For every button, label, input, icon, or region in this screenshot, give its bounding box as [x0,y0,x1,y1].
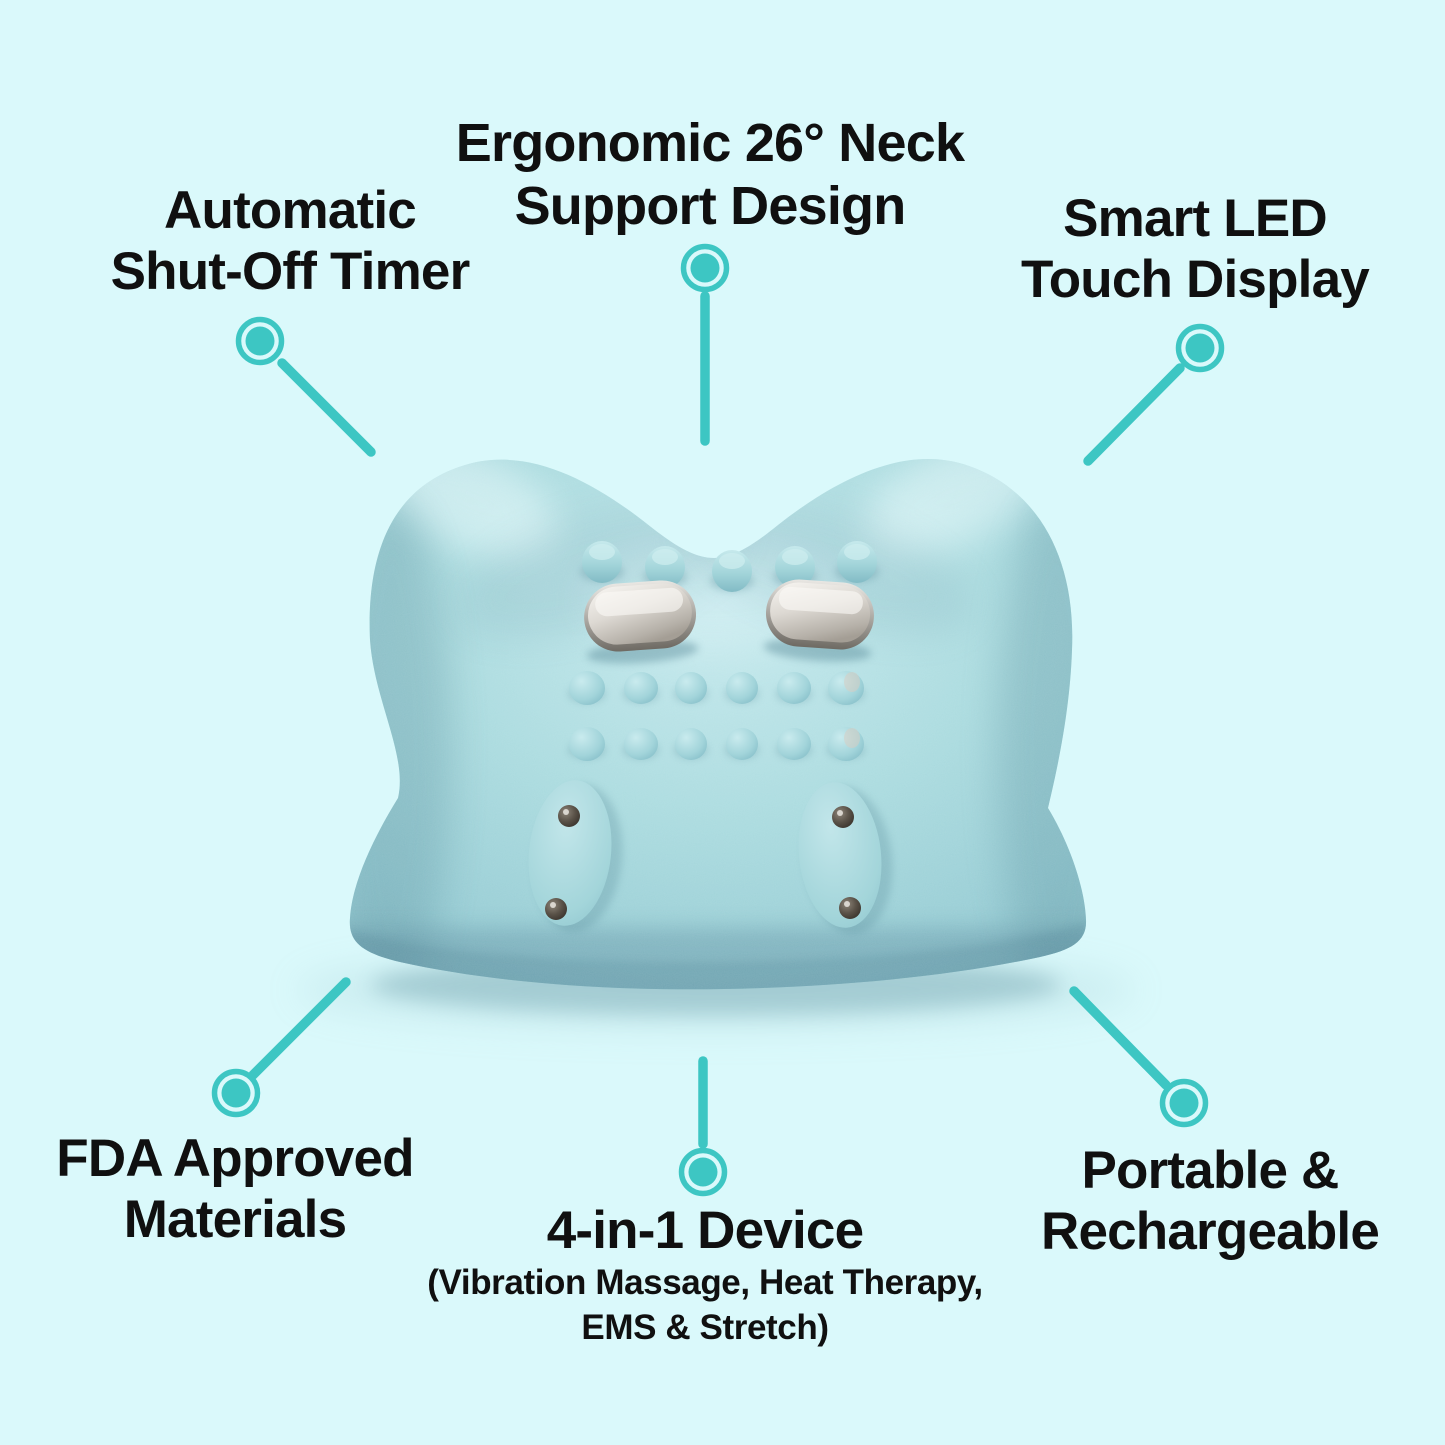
label-automatic-shutoff-timer: Automatic Shut-Off Timer [40,180,540,303]
label-line: Shut-Off Timer [110,242,471,302]
callout-bottom-center [678,1056,728,1197]
label-ergonomic-neck-support: Ergonomic 26° Neck Support Design [415,112,1005,237]
callout-line [248,977,351,1080]
label-line: Smart LED [1063,189,1328,248]
round-massage-nubs [568,671,865,761]
stud [832,806,854,828]
callout-marker-ring [235,316,285,366]
label-line: Ergonomic 26° Neck [455,113,965,173]
electrode-pad-right [763,579,874,662]
callout-line [1069,986,1171,1090]
label-line: Support Design [514,175,907,236]
label-line: EMS & Stretch) [581,1307,829,1347]
callout-top-center [680,243,730,446]
trigger-ridge-right [798,782,893,934]
callout-marker-ring [1175,323,1225,373]
callout-marker-dot [1169,1088,1199,1118]
massage-nub [835,541,879,583]
massage-nub-row [568,727,865,761]
label-line: FDA Approved [56,1129,414,1188]
label-line: 4-in-1 Device [546,1201,864,1260]
callout-marker-dot [221,1078,251,1108]
label-4in1-device-title: 4-in-1 Device [420,1200,990,1261]
massage-nub-row [568,671,865,705]
callouts-layer [211,243,1225,1197]
callout-line [1083,363,1185,466]
electrode-pad-left [584,580,699,664]
label-line: (Vibration Massage, Heat Therapy, [427,1263,983,1302]
stud [545,898,567,920]
label-line: Materials [123,1190,347,1250]
callout-line [277,358,376,457]
stud [558,805,580,827]
stud [839,897,861,919]
callout-marker-dot [690,253,720,283]
callout-bottom-left [211,977,351,1118]
label-smart-led-touch-display: Smart LED Touch Display [950,188,1440,311]
label-line: Rechargeable [1040,1202,1380,1262]
label-line: Automatic [164,181,417,240]
label-line: Touch Display [1021,250,1370,310]
callout-marker-ring [680,243,730,293]
neck-massager-product [349,459,1087,990]
callout-marker-ring [1159,1078,1209,1128]
callout-top-left [235,316,376,457]
massage-nub [710,550,754,592]
label-4in1-device-subtitle: (Vibration Massage, Heat Therapy, EMS & … [345,1261,1065,1351]
callout-marker-dot [1185,333,1215,363]
label-line: Portable & [1081,1141,1339,1200]
callout-top-right [1083,323,1225,466]
callout-bottom-right [1069,986,1209,1128]
massage-nub [580,541,624,583]
trigger-ridge-left [528,780,623,932]
product-texture [349,459,1087,990]
callout-marker-ring [678,1147,728,1197]
label-portable-rechargeable: Portable & Rechargeable [970,1140,1445,1263]
label-fda-approved-materials: FDA Approved Materials [10,1128,460,1251]
callout-marker-ring [211,1068,261,1118]
callout-marker-dot [245,326,275,356]
callout-marker-dot [688,1157,718,1187]
